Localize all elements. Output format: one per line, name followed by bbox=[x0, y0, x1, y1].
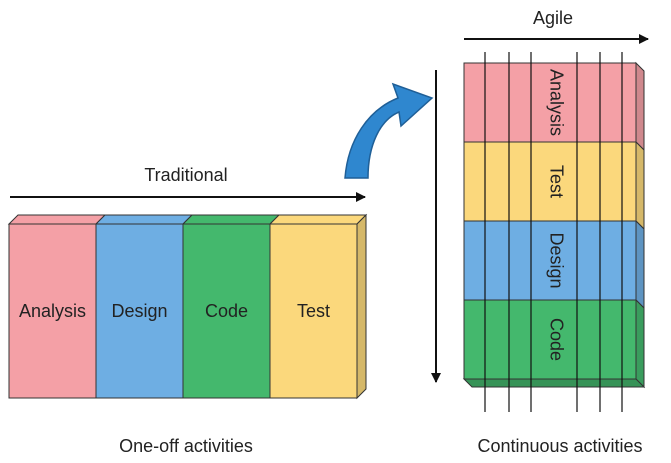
traditional-block-design: Design bbox=[94, 214, 194, 399]
iteration-lines bbox=[484, 52, 623, 412]
traditional-block-analysis: Analysis bbox=[7, 214, 107, 399]
agile-title: Agile bbox=[533, 8, 573, 28]
traditional-block-code: Code bbox=[181, 214, 281, 399]
traditional-blocks: Analysis Design Code Test bbox=[7, 213, 368, 400]
agile-block-test: Test bbox=[463, 140, 645, 231]
agile-bottom-face bbox=[462, 378, 646, 388]
agile-block-label: Analysis bbox=[546, 69, 566, 136]
agile-caption: Continuous activities bbox=[477, 436, 642, 456]
traditional-caption: One-off activities bbox=[119, 436, 253, 456]
traditional-block-label: Analysis bbox=[19, 301, 86, 321]
transition-arrow-icon bbox=[344, 82, 434, 179]
traditional-block-label: Test bbox=[297, 301, 330, 321]
traditional-block-test: Test bbox=[268, 214, 368, 399]
agile-block-label: Design bbox=[546, 232, 566, 288]
traditional-side-face bbox=[356, 213, 367, 400]
agile-block-label: Code bbox=[546, 318, 566, 361]
agile-block-code: Code bbox=[463, 298, 645, 389]
traditional-block-label: Code bbox=[205, 301, 248, 321]
agile-block-label: Test bbox=[546, 165, 566, 198]
agile-block-design: Design bbox=[463, 219, 645, 310]
traditional-block-label: Design bbox=[111, 301, 167, 321]
traditional-title: Traditional bbox=[144, 165, 227, 185]
agile-block-analysis: Analysis bbox=[463, 61, 645, 152]
